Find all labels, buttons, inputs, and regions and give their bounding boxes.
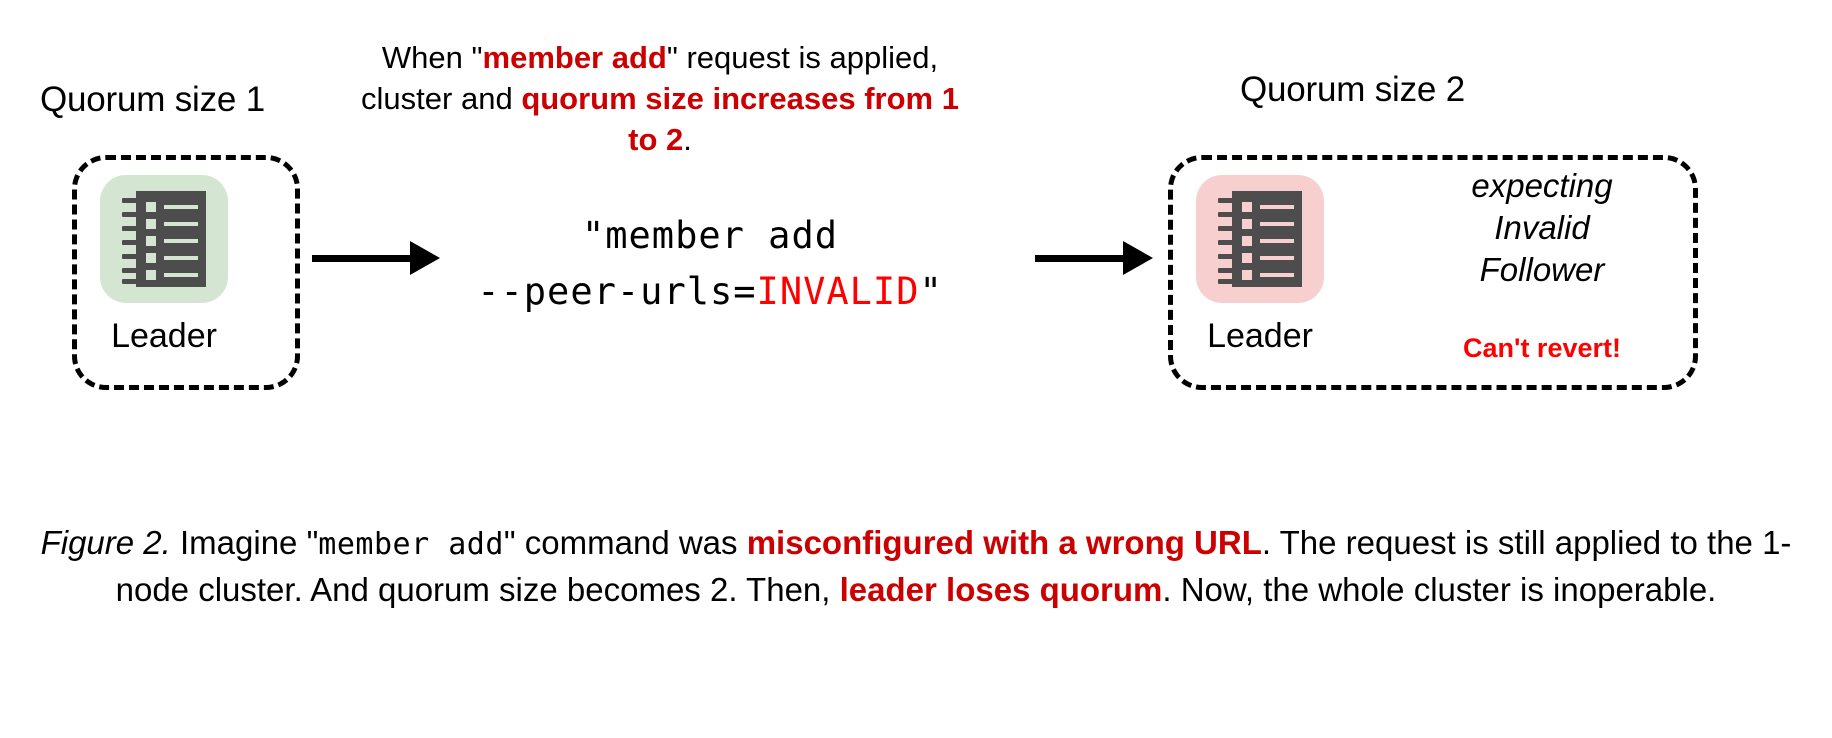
right-node-status: expecting Invalid Follower: [1418, 165, 1666, 292]
command-invalid-token: INVALID: [756, 269, 920, 313]
top-explanatory-note: When "member add" request is applied, cl…: [350, 38, 970, 161]
right-cluster-boundary: [1168, 155, 1698, 390]
top-note-highlight-1: member add: [482, 40, 667, 75]
status-line-follower: Follower: [1479, 251, 1605, 289]
figure-caption: Figure 2. Imagine "member add" command w…: [40, 520, 1792, 614]
caption-text-3: . The request is still applied to the 1-…: [115, 524, 1792, 608]
server-ledger-icon: [122, 191, 206, 287]
caption-highlight-2: leader loses quorum: [839, 570, 1163, 608]
caption-mono-command: member add: [318, 527, 504, 562]
top-note-highlight-2: quorum size increases: [521, 80, 856, 116]
cant-revert-warning: Can't revert!: [1463, 333, 1621, 363]
left-leader-node: Leader: [100, 175, 228, 353]
top-note-text-4: .: [683, 121, 692, 157]
caption-text-4: . Now, the whole cluster is inoperable.: [1162, 570, 1717, 608]
member-add-command: "member add --peer-urls=INVALID": [440, 208, 980, 319]
top-note-text-1: When ": [381, 40, 483, 75]
command-line-2-suffix: ": [919, 269, 943, 313]
status-line-expecting: expecting: [1471, 167, 1613, 204]
caption-text-2: " command was: [503, 524, 747, 561]
top-note-text-2: " request is applied,: [666, 40, 939, 75]
arrow-shaft: [312, 254, 410, 262]
right-node-tile: [1196, 175, 1324, 311]
top-note-text-3: cluster and: [361, 80, 522, 116]
figure-number: Figure 2.: [40, 524, 171, 561]
right-cluster-title: Quorum size 2: [1240, 70, 1465, 109]
right-leader-node: Leader: [1196, 175, 1324, 353]
right-node-label: Leader: [1207, 317, 1313, 355]
arrow-head-icon: [1123, 241, 1153, 275]
command-line-1: "member add: [581, 214, 839, 257]
left-node-label: Leader: [111, 317, 217, 355]
caption-highlight-1: misconfigured with a wrong URL: [746, 524, 1262, 561]
command-line-2-prefix: --peer-urls=: [477, 269, 757, 313]
left-node-tile: [100, 175, 228, 311]
server-ledger-icon: [1218, 191, 1302, 287]
top-note-highlight-3: from 1 to 2: [628, 80, 959, 157]
arrow-left-to-command: [312, 241, 440, 275]
arrow-head-icon: [410, 241, 440, 275]
left-cluster-boundary: [72, 155, 300, 390]
caption-text-1: Imagine ": [170, 524, 319, 561]
left-cluster-title: Quorum size 1: [40, 80, 265, 119]
status-line-invalid: Invalid: [1494, 209, 1590, 247]
arrow-shaft: [1035, 254, 1123, 262]
arrow-command-to-right: [1035, 241, 1153, 275]
